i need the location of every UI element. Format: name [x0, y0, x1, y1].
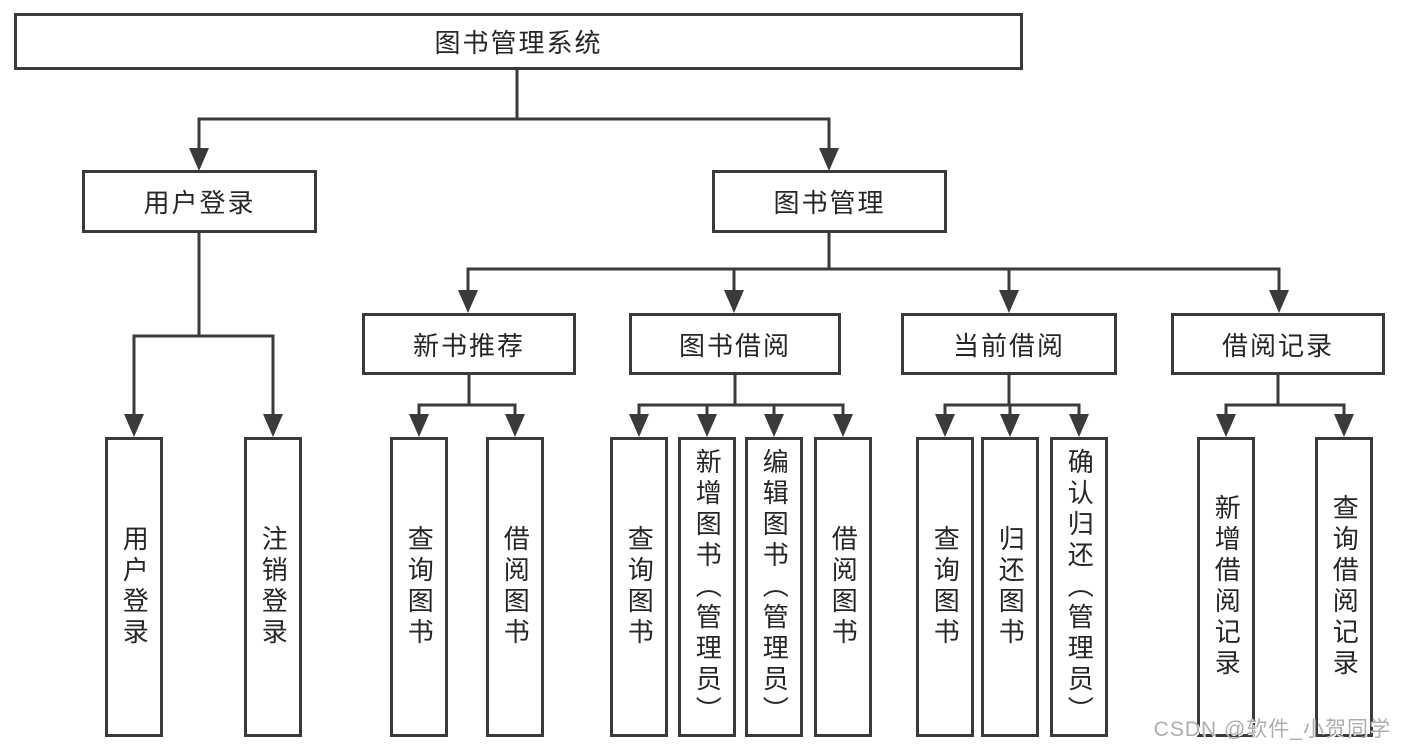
- node-new-books-label: 新书推荐: [412, 330, 525, 361]
- leaf-bb-add-books: 新增图书（管理员）: [678, 437, 736, 737]
- leaf-user-login-label: 用户登录: [119, 525, 150, 649]
- leaf-cb-return-books: 归还图书: [981, 437, 1039, 737]
- arrowhead-bb-query: [629, 414, 649, 437]
- arrowhead-current-borrow: [999, 290, 1019, 313]
- arrowhead-cb-confirm: [1069, 414, 1089, 437]
- leaf-bb-edit-books-label: 编辑图书（管理员）: [759, 447, 790, 727]
- arrowhead-leaf-login: [124, 414, 144, 437]
- arrowhead-bb-add: [697, 414, 717, 437]
- leaf-nb-borrow-books-label: 借阅图书: [500, 525, 531, 649]
- leaf-nb-query-books: 查询图书: [390, 437, 448, 737]
- connector-root-elbow: [197, 117, 831, 152]
- connector-mgmt-elbow: [466, 267, 1281, 295]
- connector-nb-elbow: [417, 403, 517, 420]
- leaf-cb-confirm-return: 确认归还（管理员）: [1050, 437, 1108, 737]
- node-user-login: 用户登录: [82, 170, 317, 233]
- leaf-cb-query-books: 查询图书: [916, 437, 974, 737]
- leaf-br-query-record-label: 查询借阅记录: [1329, 494, 1360, 680]
- leaf-bb-borrow-books: 借阅图书: [814, 437, 872, 737]
- arrowhead-br-query: [1334, 414, 1354, 437]
- connector-bb-elbow: [637, 403, 845, 420]
- connector-br-elbow: [1224, 403, 1346, 420]
- leaf-user-login: 用户登录: [105, 437, 163, 737]
- node-root: 图书管理系统: [14, 13, 1023, 70]
- leaf-cb-return-books-label: 归还图书: [995, 525, 1026, 649]
- node-new-books: 新书推荐: [362, 313, 576, 375]
- node-user-login-label: 用户登录: [143, 188, 256, 218]
- arrowhead-leaf-logout: [263, 414, 283, 437]
- node-book-mgmt: 图书管理: [712, 170, 947, 233]
- leaf-bb-borrow-books-label: 借阅图书: [828, 525, 859, 649]
- arrowhead-nb-borrow: [505, 414, 525, 437]
- leaf-bb-edit-books: 编辑图书（管理员）: [745, 437, 803, 737]
- leaf-cb-query-books-label: 查询图书: [930, 525, 961, 649]
- node-borrow-records-label: 借阅记录: [1221, 330, 1334, 361]
- arrowhead-user-login: [189, 148, 209, 171]
- leaf-logout-label: 注销登录: [258, 525, 289, 649]
- leaf-cb-confirm-return-label: 确认归还（管理员）: [1064, 447, 1095, 727]
- node-book-mgmt-label: 图书管理: [773, 188, 886, 218]
- leaf-bb-add-books-label: 新增图书（管理员）: [692, 447, 723, 727]
- leaf-nb-query-books-label: 查询图书: [404, 525, 435, 649]
- node-current-borrow-label: 当前借阅: [952, 330, 1065, 361]
- leaf-nb-borrow-books: 借阅图书: [486, 437, 544, 737]
- leaf-logout: 注销登录: [244, 437, 302, 737]
- node-book-borrow: 图书借阅: [629, 313, 841, 375]
- connector-login-elbow: [132, 334, 275, 420]
- node-borrow-records: 借阅记录: [1171, 313, 1385, 375]
- leaf-br-add-record-label: 新增借阅记录: [1211, 494, 1242, 680]
- arrowhead-borrow-records: [1269, 290, 1289, 313]
- arrowhead-cb-query: [935, 414, 955, 437]
- arrowhead-book-borrow: [724, 290, 744, 313]
- leaf-br-add-record: 新增借阅记录: [1197, 437, 1255, 737]
- arrowhead-nb-query: [409, 414, 429, 437]
- node-root-label: 图书管理系统: [434, 28, 603, 58]
- arrowhead-book-mgmt: [819, 148, 839, 171]
- node-current-borrow: 当前借阅: [901, 313, 1117, 375]
- connector-cb-elbow: [943, 403, 1081, 420]
- arrowhead-br-add: [1216, 414, 1236, 437]
- arrowhead-bb-borrow: [833, 414, 853, 437]
- node-book-borrow-label: 图书借阅: [678, 330, 791, 361]
- arrowhead-bb-edit: [764, 414, 784, 437]
- arrowhead-new-books: [458, 290, 478, 313]
- leaf-bb-query-books-label: 查询图书: [624, 525, 655, 649]
- csdn-watermark: CSDN @软件_小贺同学: [1153, 718, 1391, 741]
- arrowhead-cb-return: [1000, 414, 1020, 437]
- leaf-br-query-record: 查询借阅记录: [1315, 437, 1373, 737]
- leaf-bb-query-books: 查询图书: [610, 437, 668, 737]
